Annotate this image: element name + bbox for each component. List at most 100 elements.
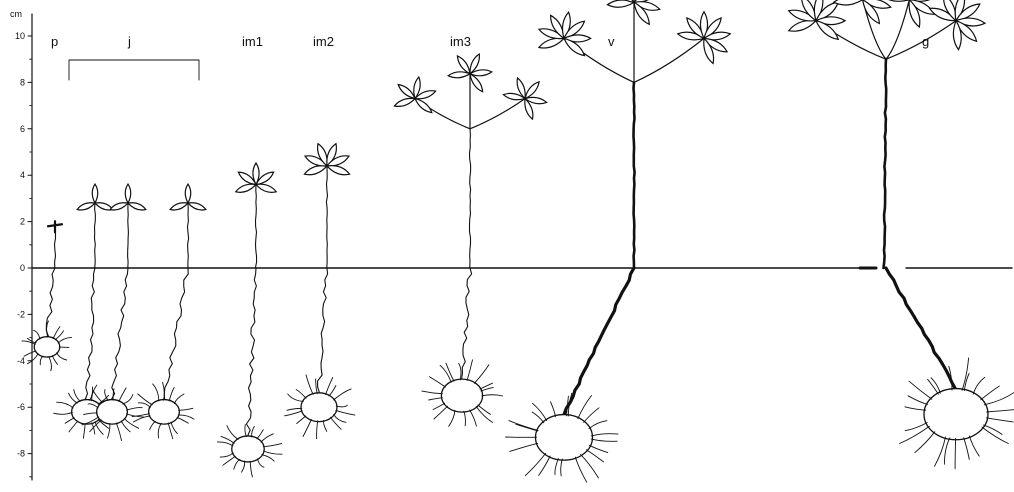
rootlet [250,461,252,477]
rootlet [581,455,599,478]
y-tick-label: -4 [17,356,25,366]
rootlet [179,408,193,410]
rootlet [34,330,40,339]
rootlet [245,425,247,437]
rootlet [317,421,318,439]
rootlet [915,432,935,453]
rootlet [324,420,327,431]
rootlet [584,408,599,423]
rootlet [119,388,126,402]
rootlet [561,459,563,476]
tuber [232,436,265,462]
rootlet [153,384,159,401]
rootlet [57,402,73,408]
leaflet [188,203,206,210]
rootlet [234,459,240,469]
rootlet [123,395,133,404]
plant-v [506,0,731,482]
rootlet [49,357,52,371]
root [111,268,128,400]
rootlet [982,427,1008,443]
leaflet [304,166,327,175]
y-tick-label: 8 [20,77,25,87]
rootlet [177,417,188,423]
rootlet [969,436,979,456]
leaflet [457,56,470,74]
rootlet [586,450,603,462]
stage-label-im3: im3 [450,34,471,49]
stage-label-v: v [608,34,615,49]
rootlet [54,412,73,414]
cotyledon [48,221,62,232]
stem [634,82,635,268]
leaflet [525,82,539,99]
rootlet [316,379,318,394]
root [246,268,256,436]
y-tick-label: 4 [20,170,25,180]
rootlet [331,417,342,429]
leaflet [470,74,483,92]
rootlet [242,461,245,472]
y-axis: cm1086420-2-4-6-8 [10,9,32,480]
y-tick-label: 10 [15,31,25,41]
stem [470,129,471,268]
rootlet [329,386,336,396]
stage-label-j: j [127,34,131,49]
rootlet [928,379,939,394]
leaflet [789,20,816,31]
branch [634,38,704,82]
root [318,268,328,393]
stage-label-im1: im1 [242,34,263,49]
leaflet [128,203,146,210]
rootlet [334,415,346,423]
stem [326,166,327,268]
rootlet [127,408,143,411]
rootlet [287,409,302,411]
juvenile-bracket [69,60,199,80]
rootlet [69,393,78,403]
y-tick-label: 6 [20,124,25,134]
stage-label-im2: im2 [313,34,334,49]
rootlet [108,423,110,438]
rootlet [429,398,443,400]
rootlet [433,403,445,409]
rootlet [422,391,443,394]
rootlet [539,456,550,475]
leaflet [170,203,188,210]
rootlet [262,455,274,462]
leaflet [185,184,191,203]
rootlet [905,423,927,431]
rootlet [296,390,306,399]
rootlet [987,410,1014,413]
plant-im2 [285,144,355,439]
plants [22,0,1014,482]
rootlet [220,453,233,457]
y-tick-label: -6 [17,402,25,412]
rootlet [551,402,556,417]
rootlet [22,341,35,344]
plant-j [54,184,206,440]
rootlet [510,443,538,451]
rootlet [252,426,255,437]
rootlet [578,396,592,419]
leaflet [415,99,432,113]
rootlet [227,426,238,440]
leaflet [394,98,415,106]
leaflet [881,0,910,1]
stem [188,203,189,268]
rootlet [900,426,930,443]
rootlet [944,438,949,464]
rootlet [336,405,347,407]
rootlet [24,351,36,356]
leaflet [327,166,350,175]
stem [95,203,96,268]
rootlet [69,421,78,432]
rootlet [223,456,236,465]
y-axis-unit: cm [10,9,22,19]
rootlet [116,423,121,441]
rootlet [288,394,304,401]
rootlet [964,374,969,391]
rootlet [28,354,39,364]
